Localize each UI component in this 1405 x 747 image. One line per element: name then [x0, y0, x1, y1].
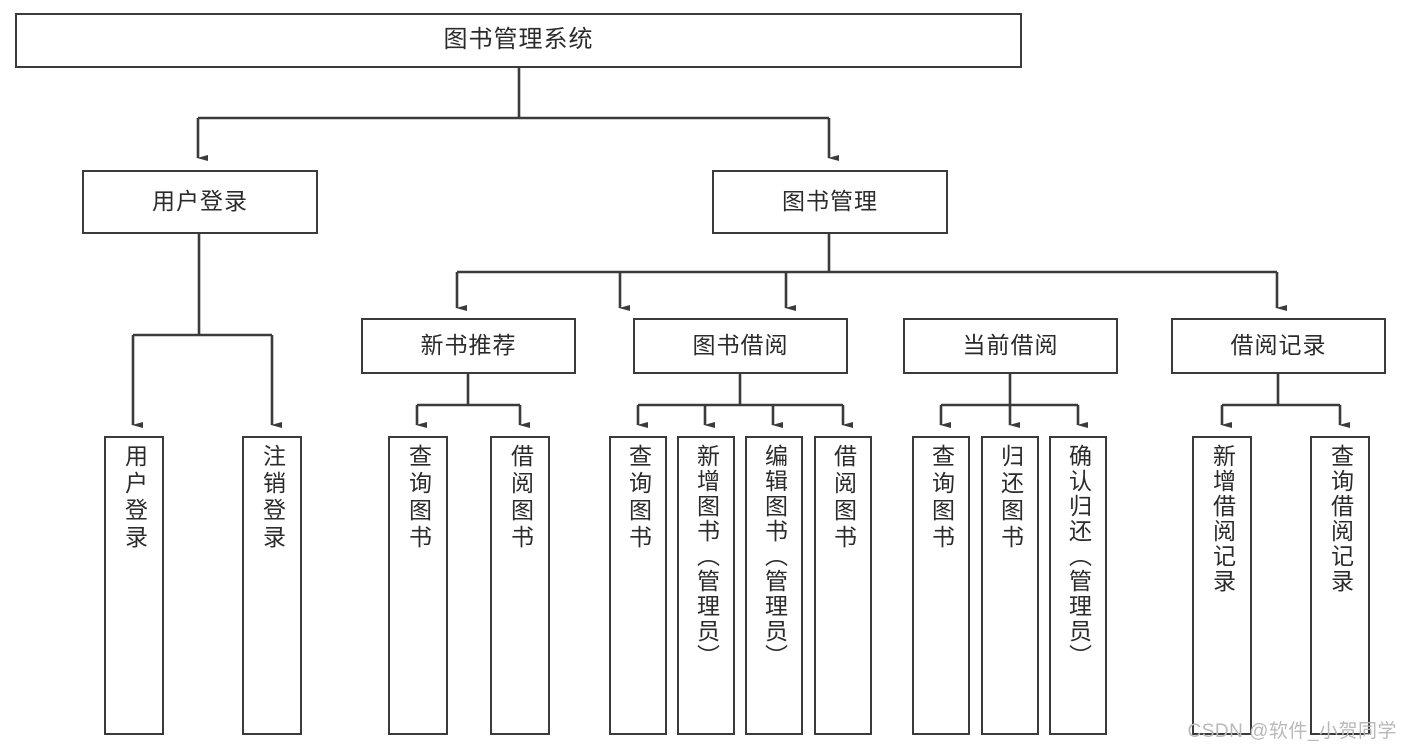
node-label: 图书管理系统: [443, 26, 594, 54]
leaf-add-book-admin[interactable]: 新增图书（管理员）: [677, 436, 735, 735]
node-label: 新增图书（管理员）: [693, 444, 720, 669]
node-label: 编辑图书（管理员）: [761, 444, 788, 669]
node-label: 图书管理: [782, 188, 878, 215]
leaf-user-logout[interactable]: 注销登录: [242, 436, 302, 735]
node-current-borrow[interactable]: 当前借阅: [903, 318, 1118, 374]
node-label: 当前借阅: [962, 332, 1059, 359]
node-label: 归还图书: [997, 444, 1024, 552]
leaf-borrow-book-recommend[interactable]: 借阅图书: [490, 436, 550, 735]
node-book-borrow[interactable]: 图书借阅: [633, 318, 848, 374]
leaf-query-book-current[interactable]: 查询图书: [912, 436, 970, 735]
watermark-text: CSDN @软件_小贺同学: [1187, 721, 1397, 742]
node-label: 图书借阅: [692, 332, 789, 359]
node-label: 注销登录: [259, 444, 286, 552]
node-label: 借阅图书: [830, 444, 857, 552]
leaf-query-borrow-record[interactable]: 查询借阅记录: [1310, 436, 1370, 735]
node-borrow-records[interactable]: 借阅记录: [1171, 318, 1386, 374]
node-label: 查询图书: [928, 444, 955, 552]
node-label: 用户登录: [152, 188, 248, 215]
leaf-query-book-recommend[interactable]: 查询图书: [388, 436, 448, 735]
leaf-user-login[interactable]: 用户登录: [104, 436, 164, 735]
leaf-confirm-return-admin[interactable]: 确认归还（管理员）: [1049, 436, 1107, 735]
node-label: 查询图书: [405, 444, 432, 552]
node-label: 新书推荐: [420, 332, 517, 359]
leaf-query-book-borrow[interactable]: 查询图书: [609, 436, 667, 735]
leaf-add-borrow-record[interactable]: 新增借阅记录: [1192, 436, 1252, 735]
node-label: 新增借阅记录: [1209, 444, 1236, 594]
node-label: 用户登录: [121, 444, 148, 552]
node-book-management[interactable]: 图书管理: [712, 170, 948, 234]
leaf-return-book[interactable]: 归还图书: [981, 436, 1039, 735]
node-label: 查询借阅记录: [1327, 444, 1354, 594]
node-new-book-recommend[interactable]: 新书推荐: [361, 318, 576, 374]
node-label: 确认归还（管理员）: [1065, 444, 1092, 669]
leaf-edit-book-admin[interactable]: 编辑图书（管理员）: [745, 436, 803, 735]
node-root-system[interactable]: 图书管理系统: [15, 13, 1022, 68]
leaf-borrow-book[interactable]: 借阅图书: [814, 436, 872, 735]
node-label: 借阅图书: [507, 444, 534, 552]
node-label: 查询图书: [625, 444, 652, 552]
node-user-login[interactable]: 用户登录: [82, 170, 318, 234]
node-label: 借阅记录: [1230, 332, 1327, 359]
